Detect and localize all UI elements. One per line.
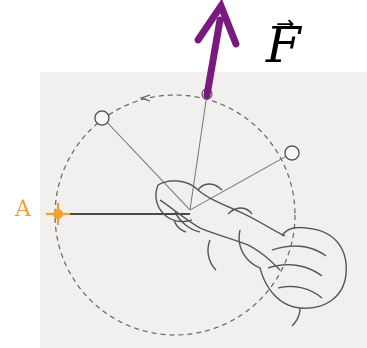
ball-position-right [285, 146, 299, 160]
radius-line-top [190, 94, 207, 210]
circular-path [55, 95, 295, 335]
point-a-marker [46, 203, 70, 225]
radius-line-left [103, 118, 190, 210]
point-a-label: A [15, 199, 31, 221]
force-vector-arrow [198, 6, 236, 95]
radius-line-right [190, 153, 292, 210]
ball-position-left [95, 111, 109, 125]
person-sketch [156, 181, 346, 326]
force-label: F [266, 20, 301, 70]
